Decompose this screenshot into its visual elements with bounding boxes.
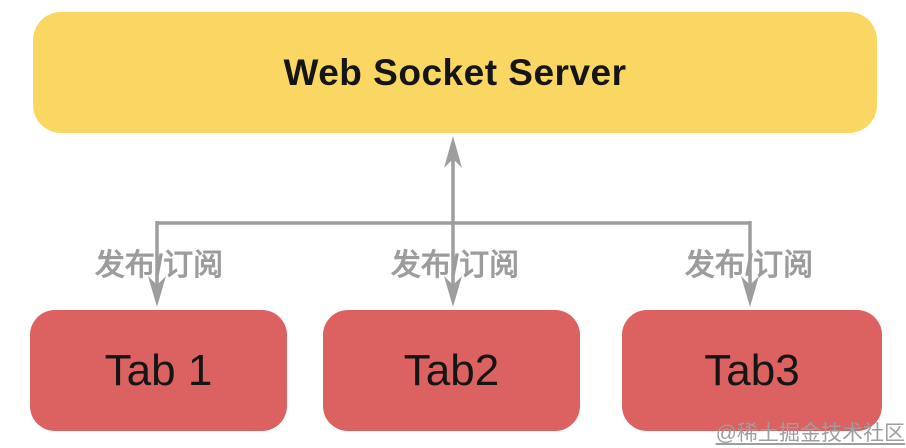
pubsub-label-center: 发布/订阅 xyxy=(390,249,520,282)
tab1-label: Tab 1 xyxy=(104,345,213,395)
pubsub-label-left: 发布/订阅 xyxy=(94,249,224,282)
up-arrowhead-icon xyxy=(444,136,462,168)
tab2-node: Tab2 xyxy=(323,310,580,431)
tab2-label: Tab2 xyxy=(403,345,500,395)
tab3-label: Tab3 xyxy=(704,345,800,395)
right-down-arrowhead-icon xyxy=(741,276,759,307)
tab1-node: Tab 1 xyxy=(30,310,287,431)
left-down-arrowhead-icon xyxy=(148,276,166,307)
websocket-server-label: Web Socket Server xyxy=(283,51,627,93)
websocket-server-node: Web Socket Server xyxy=(33,12,877,133)
center-down-arrowhead-icon xyxy=(444,276,462,307)
pubsub-label-right: 发布/订阅 xyxy=(684,249,814,282)
community-watermark: @稀土掘金技术社区 xyxy=(715,422,905,445)
tab3-node: Tab3 xyxy=(622,310,882,431)
